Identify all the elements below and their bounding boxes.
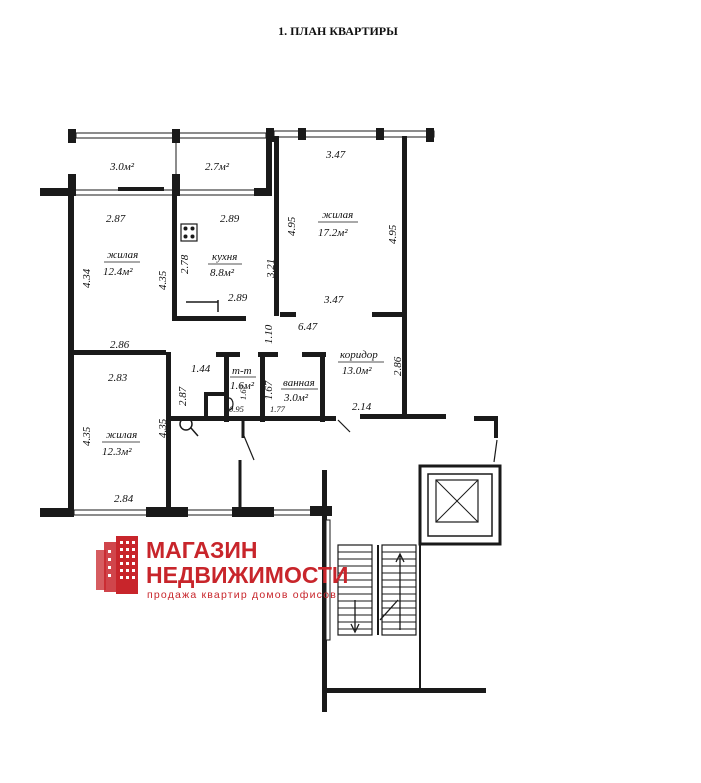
- bathroom-area: 3.0м²: [283, 392, 309, 404]
- dim-321: 3.21: [265, 259, 277, 279]
- living-bottom-left-name: жилая: [106, 429, 137, 441]
- dim-289-top: 2.89: [220, 213, 240, 225]
- kitchen-area: 8.8м²: [210, 267, 235, 279]
- agency-logo: МАГАЗИН НЕДВИЖИМОСТИ продажа квартир дом…: [96, 536, 348, 601]
- dim-647: 6.47: [298, 321, 318, 333]
- dim-167-b: 1.67: [263, 380, 275, 400]
- staircase: [337, 544, 417, 636]
- loggia-right-area: 2.7м²: [205, 161, 230, 173]
- dim-435-b: 4.35: [81, 426, 93, 446]
- dim-289-mid: 2.89: [228, 292, 248, 304]
- dim-095: 0.95: [229, 404, 244, 414]
- logo-line1: МАГАЗИН: [146, 537, 258, 563]
- toilet-name: т-т: [232, 365, 252, 377]
- dim-214: 2.14: [352, 401, 372, 413]
- living-top-left-name: жилая: [107, 249, 138, 261]
- corridor-name: коридор: [340, 349, 378, 361]
- dim-287-v: 2.87: [177, 386, 189, 406]
- living-top-left-area: 12.4м²: [103, 266, 133, 278]
- walls: [40, 128, 498, 712]
- dim-278: 2.78: [179, 254, 191, 274]
- dim-287-top: 2.87: [106, 213, 126, 225]
- dim-284: 2.84: [114, 493, 134, 505]
- logo-tagline: продажа квартир домов офисов: [147, 589, 337, 601]
- corridor-area: 13.0м²: [342, 365, 372, 377]
- dim-435-c: 4.35: [157, 418, 169, 438]
- building-logo-icon: [96, 536, 138, 594]
- living-bottom-left-area: 12.3м²: [102, 446, 132, 458]
- dim-347-top: 3.47: [325, 149, 346, 161]
- dim-347-mid: 3.47: [323, 294, 344, 306]
- living-top-right-area: 17.2м²: [318, 227, 348, 239]
- sink-icon: [179, 417, 199, 437]
- dim-495-left: 4.95: [286, 216, 298, 236]
- dim-167-a: 1.67: [238, 384, 248, 400]
- kitchen-name: кухня: [212, 251, 237, 263]
- toilet-area: 1.6м²: [230, 380, 255, 392]
- dim-286-h: 2.86: [110, 339, 130, 351]
- dim-110: 1.10: [263, 324, 275, 344]
- dim-177: 1.77: [270, 404, 286, 414]
- logo-line2: НЕДВИЖИМОСТИ: [146, 562, 348, 588]
- living-top-right-name: жилая: [322, 209, 353, 221]
- room-labels: 3.0м² 2.7м² жилая 17.2м² жилая 12.4м² ку…: [102, 161, 384, 458]
- dim-495-right: 4.95: [387, 224, 399, 244]
- dim-144: 1.44: [191, 363, 211, 375]
- dimension-labels: 3.47 2.87 2.89 4.95 4.95 4.34 4.35 2.78 …: [81, 149, 404, 505]
- stove-icon: [180, 223, 198, 242]
- elevator-shaft: [418, 464, 502, 546]
- dim-435-a: 4.35: [157, 270, 169, 290]
- loggia-left-area: 3.0м²: [109, 161, 135, 173]
- dim-434: 4.34: [81, 268, 93, 288]
- toilet-icon: [224, 397, 234, 411]
- dim-286-v: 2.86: [392, 356, 404, 376]
- plan-title: 1. ПЛАН КВАРТИРЫ: [278, 24, 398, 38]
- bathroom-name: ванная: [283, 377, 315, 389]
- dim-283: 2.83: [108, 372, 128, 384]
